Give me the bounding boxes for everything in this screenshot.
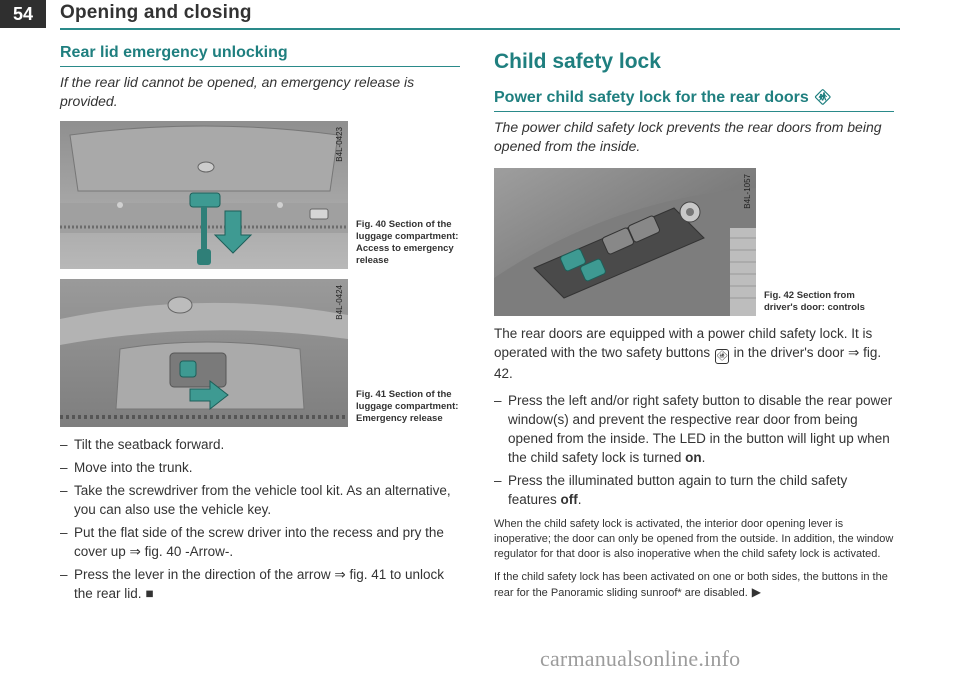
step-3: Take the screwdriver from the vehicle to… — [60, 481, 460, 519]
header-rule — [60, 28, 900, 30]
watermark: carmanualsonline.info — [540, 646, 741, 671]
child-lock-steps: Press the left and/or right safety butto… — [494, 391, 894, 509]
child-icon: 🚸︎ — [813, 89, 833, 106]
figure-42-image: B4L-1057 — [494, 168, 756, 316]
note-2: If the child safety lock has been activa… — [494, 571, 888, 599]
continue-arrow-icon: ▶ — [751, 585, 761, 599]
section-title-rear-lid: Rear lid emergency unlocking — [60, 44, 460, 67]
body-before: The rear doors are equipped with a power… — [494, 326, 873, 360]
figure-42: B4L-1057 Fig. 42 Section from driver's d… — [494, 168, 894, 316]
page-number: 54 — [0, 0, 46, 28]
step-2: Move into the trunk. — [60, 458, 460, 477]
figure-41-caption: Fig. 41 Section of the luggage compartme… — [356, 389, 459, 424]
figure-42-caption: Fig. 42 Section from driver's door: cont… — [764, 290, 865, 313]
chapter-title: Opening and closing — [60, 2, 252, 23]
step-off: off — [560, 492, 578, 507]
note-1: When the child safety lock is activated,… — [494, 518, 894, 560]
figure-41-code: B4L-0424 — [335, 285, 344, 320]
figure-40-image: B4L-0423 — [60, 121, 348, 269]
child-step-1-text: Press the left and/or right safety butto… — [508, 393, 893, 465]
figure-40-code: B4L-0423 — [335, 127, 344, 162]
figure-42-code: B4L-1057 — [743, 174, 752, 209]
page-header: 54 Opening and closing — [0, 0, 960, 32]
step-4: Put the flat side of the screw driver in… — [60, 523, 460, 561]
child-safety-title: Child safety lock — [494, 50, 661, 73]
figure-41: B4L-0424 Fig. 41 Section of the luggage … — [60, 279, 460, 427]
step-5-item: Press the lever in the direction of the … — [60, 565, 460, 603]
child-step-2-text: Press the illuminated button again to tu… — [508, 473, 848, 507]
safety-button-icon: 🚸︎ — [714, 349, 729, 364]
section-title-text: Power child safety lock for the rear doo… — [494, 89, 809, 106]
figure-40: B4L-0423 Fig. 40 Section of the luggage … — [60, 121, 460, 269]
figure-41-image: B4L-0424 — [60, 279, 348, 427]
child-step-1: Press the left and/or right safety butto… — [494, 391, 894, 467]
child-lock-body: The rear doors are equipped with a power… — [494, 324, 894, 383]
intro-rear-lid: If the rear lid cannot be opened, an eme… — [60, 74, 415, 109]
end-mark: ■ — [145, 586, 154, 601]
left-column: Rear lid emergency unlocking If the rear… — [60, 44, 460, 607]
step-on: on — [685, 450, 702, 465]
body-after: in the driver's door ⇒ fig. 42. — [494, 345, 882, 381]
rear-lid-steps: Tilt the seatback forward. Move into the… — [60, 435, 460, 603]
step-1: Tilt the seatback forward. — [60, 435, 460, 454]
right-column: Child safety lock Power child safety loc… — [494, 44, 894, 601]
section-title-power-child-lock: Power child safety lock for the rear doo… — [494, 88, 894, 112]
figure-40-caption: Fig. 40 Section of the luggage compartme… — [356, 219, 459, 266]
step-5: Press the lever in the direction of the … — [74, 567, 444, 601]
note-2-para: If the child safety lock has been activa… — [494, 570, 894, 601]
child-step-2: Press the illuminated button again to tu… — [494, 471, 894, 509]
intro-child-lock: The power child safety lock prevents the… — [494, 119, 882, 154]
